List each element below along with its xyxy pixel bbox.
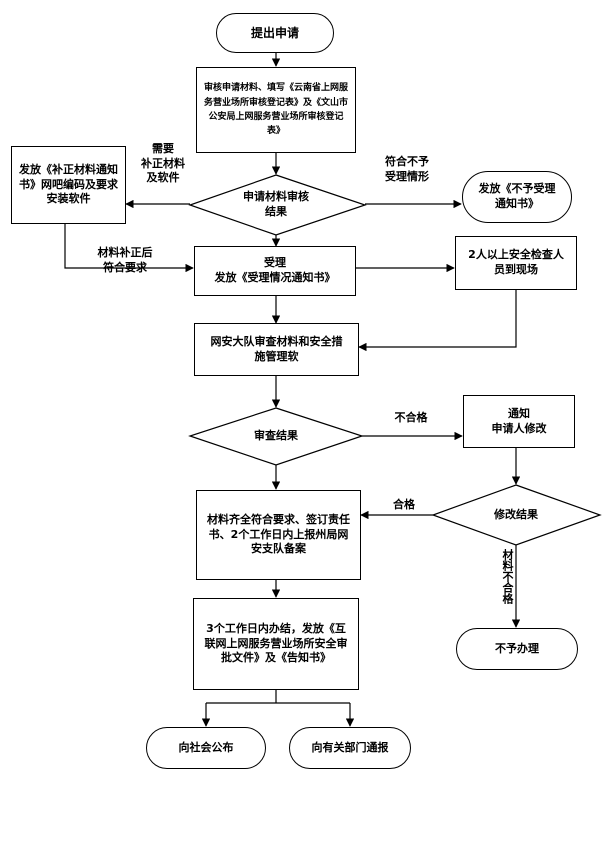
arrow-onsite-brigade [358, 290, 517, 352]
start-label: 提出申请 [250, 25, 299, 40]
publish-label: 向社会公布 [178, 740, 234, 754]
onsite-label: 2人以上安全检查人员到现场 [468, 248, 564, 276]
publish-node: 向社会公布 [146, 727, 266, 769]
decision-modify-label: 修改结果 [494, 507, 538, 521]
decision-review-label: 申请材料审核结果 [243, 190, 309, 218]
no-process-label: 不予办理 [495, 641, 539, 655]
notify-modify-box: 通知 申请人修改 [463, 395, 575, 448]
supplement-notice-label: 发放《补正材料通知书》网吧编码及要求安装软件 [19, 162, 118, 206]
review-docs-box: 审核申请材料、填写《云南省上网服务营业场所审核登记表》及《文山市公安局上网服务营… [196, 67, 356, 153]
approve-label: 3个工作日内办结，发放《互联网上网服务营业场所安全审批文件》及《告知书》 [204, 621, 348, 665]
start-node: 提出申请 [216, 13, 334, 53]
edge-label-not-accepted-text: 符合不予 受理情形 [385, 155, 429, 183]
brigade-review-label: 网安大队审查材料和安全措施管理软 [210, 334, 343, 363]
notify-depts-label: 向有关部门通报 [311, 740, 389, 754]
arrow-supplement-accept [64, 224, 194, 273]
edge-label-not-accepted: 符合不予 受理情形 [372, 141, 442, 184]
edge-label-unqualified-text: 不合格 [394, 411, 428, 424]
edge-label-need-supplement: 需要 补正材料 及软件 [132, 128, 194, 185]
decision-check-label: 审查结果 [254, 428, 298, 442]
reject-notice-label: 发放《不予受理通知书》 [478, 182, 556, 210]
edge-label-not-qualified-docs: 材料不合格 [500, 549, 514, 604]
brigade-review-box: 网安大队审查材料和安全措施管理软 [194, 323, 359, 376]
decision-modify: 修改结果 [476, 503, 556, 527]
notify-modify-label: 通知 申请人修改 [491, 406, 547, 435]
edge-label-qualified-text: 合格 [393, 498, 415, 511]
no-process-node: 不予办理 [456, 628, 578, 670]
decision-check: 审查结果 [230, 424, 322, 448]
edge-label-supplement-ok-text: 材料补正后 符合要求 [97, 246, 153, 274]
edge-label-not-qualified-docs-text: 材料不合格 [501, 549, 514, 604]
file-record-label: 材料齐全符合要求、签订责任书、2个工作日内上报州局网安支队备案 [207, 512, 350, 556]
edge-label-unqualified: 不合格 [388, 411, 434, 425]
approve-box: 3个工作日内办结，发放《互联网上网服务营业场所安全审批文件》及《告知书》 [193, 598, 359, 690]
accept-box: 受理 发放《受理情况通知书》 [194, 246, 356, 296]
notify-depts-node: 向有关部门通报 [289, 727, 411, 769]
decision-review: 申请材料审核结果 [225, 185, 327, 225]
edge-label-qualified: 合格 [387, 498, 421, 512]
edge-label-supplement-ok: 材料补正后 符合要求 [80, 232, 170, 275]
edge-label-need-supplement-text: 需要 补正材料 及软件 [141, 142, 185, 184]
file-record-box: 材料齐全符合要求、签订责任书、2个工作日内上报州局网安支队备案 [196, 490, 361, 580]
reject-notice-node: 发放《不予受理通知书》 [462, 171, 572, 223]
supplement-notice-box: 发放《补正材料通知书》网吧编码及要求安装软件 [11, 146, 126, 224]
review-docs-label: 审核申请材料、填写《云南省上网服务营业场所审核登记表》及《文山市公安局上网服务营… [203, 83, 348, 137]
accept-label: 受理 发放《受理情况通知书》 [214, 256, 336, 284]
onsite-box: 2人以上安全检查人员到现场 [455, 236, 577, 290]
